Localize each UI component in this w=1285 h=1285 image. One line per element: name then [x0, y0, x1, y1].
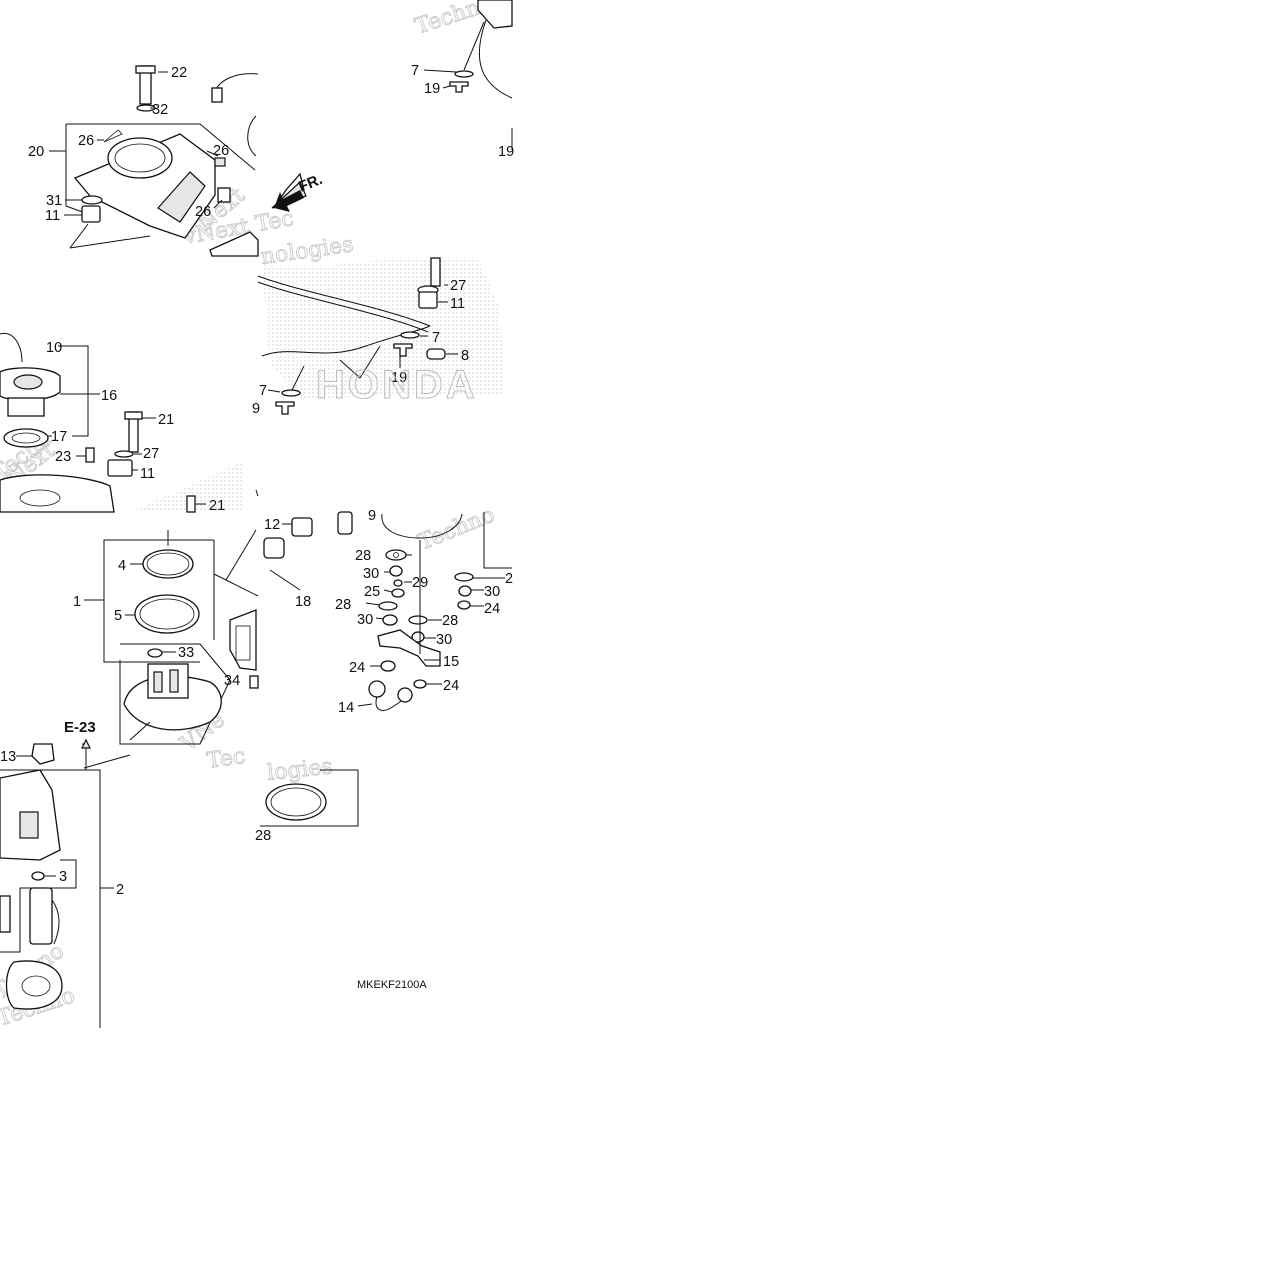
callout-30: 30 [363, 566, 379, 582]
reference-label: E-23 [64, 719, 96, 736]
callout-7: 7 [411, 63, 419, 79]
callout-19: 19 [498, 144, 514, 160]
callout-14: 14 [338, 700, 354, 716]
callout-18: 18 [295, 594, 311, 610]
callout-19: 19 [424, 81, 440, 97]
tile-seal-ring [260, 769, 359, 827]
tile-tank-top [257, 257, 504, 415]
callout-28: 28 [255, 828, 271, 844]
tile-fuel-hose [263, 511, 512, 711]
callout-15: 15 [443, 654, 459, 670]
watermark-layer: Techn Next vNext Tec nologies Techno VNe… [0, 0, 499, 1032]
callout-24: 24 [349, 660, 365, 676]
brand-watermark: HONDA [316, 363, 478, 407]
callout-31: 31 [46, 193, 62, 209]
callout-30: 30 [436, 632, 452, 648]
callout-28: 28 [335, 597, 351, 613]
callout-28: 28 [355, 548, 371, 564]
callout-28: 28 [442, 613, 458, 629]
callout-34: 34 [224, 673, 240, 689]
callout-21: 21 [209, 498, 225, 514]
callout-24: 24 [443, 678, 459, 694]
callout-11: 11 [450, 296, 465, 312]
callout-2: 2 [505, 571, 513, 587]
watermark-text: Techn [412, 0, 483, 40]
callout-29: 29 [412, 575, 428, 591]
callout-27: 27 [143, 446, 159, 462]
callout-1: 1 [73, 594, 81, 610]
callout-11: 11 [45, 208, 60, 224]
callout-3: 3 [59, 869, 67, 885]
callout-30: 30 [484, 584, 500, 600]
tile-fuel-cap [0, 332, 259, 513]
callout-30: 30 [357, 612, 373, 628]
callout-16: 16 [101, 388, 117, 404]
callout-4: 4 [118, 558, 126, 574]
callout-12: 12 [264, 517, 280, 533]
tile-tank-cover [49, 65, 259, 257]
callout-26: 26 [195, 204, 211, 220]
callout-22: 22 [171, 65, 187, 81]
callout-25: 25 [364, 584, 380, 600]
callout-2: 2 [116, 882, 124, 898]
callout-5: 5 [114, 608, 122, 624]
callout-23: 23 [55, 449, 71, 465]
callout-13: 13 [0, 749, 16, 765]
callout-33: 33 [178, 645, 194, 661]
callout-9: 9 [368, 508, 376, 524]
callout-27: 27 [450, 278, 466, 294]
diagram-code: MKEKF2100A [357, 979, 427, 991]
callout-17: 17 [51, 429, 67, 445]
callout-26: 26 [78, 133, 94, 149]
callout-11: 11 [140, 466, 155, 482]
callout-19: 19 [391, 370, 407, 386]
callout-7: 7 [432, 330, 440, 346]
callout-7: 7 [259, 383, 267, 399]
watermark-text: Tec [205, 744, 246, 774]
tile-fuel-pump [0, 529, 259, 1028]
callout-8: 8 [461, 348, 469, 364]
watermark-text: nologies [259, 232, 355, 270]
callout-20: 20 [28, 144, 44, 160]
callout-9: 9 [252, 401, 260, 417]
callout-32: 32 [152, 102, 168, 118]
callout-labels: 22 32 26 20 26 31 11 26 7 19 19 27 11 7 … [0, 63, 514, 898]
callout-21: 21 [158, 412, 174, 428]
callout-10: 10 [46, 340, 62, 356]
callout-26: 26 [213, 143, 229, 159]
watermark-text: Techno [415, 502, 498, 555]
callout-24: 24 [484, 601, 500, 617]
